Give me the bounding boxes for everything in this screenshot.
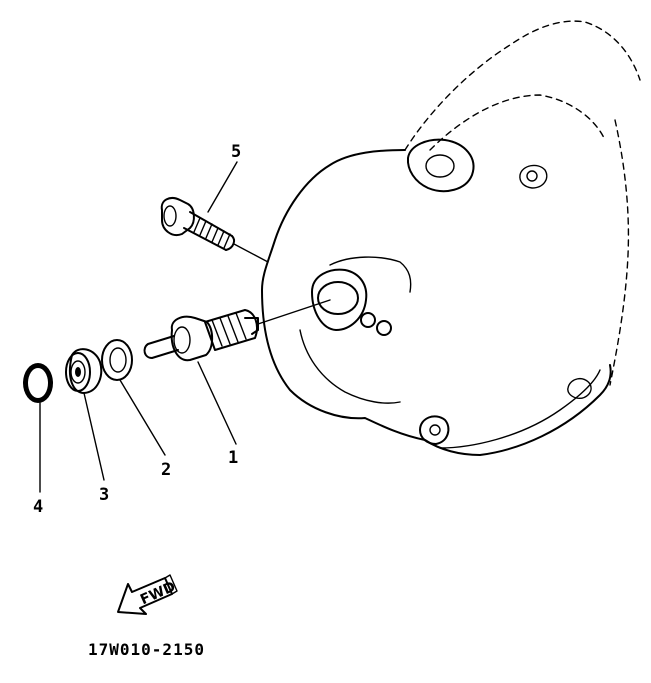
- shaft-leader: [197, 361, 237, 445]
- part-1-drive-shaft: [143, 299, 331, 445]
- part-4-circlip: [23, 363, 53, 493]
- seal-bore: [75, 367, 81, 377]
- fwd-arrow-label: FWD: [138, 579, 178, 609]
- cover-boss-shoulder: [329, 256, 412, 293]
- shaft-end: [244, 317, 259, 335]
- cover-bolt-hole-a: [360, 312, 376, 328]
- shaft-collar: [170, 315, 214, 362]
- washer-outer: [101, 339, 133, 381]
- cover-outline: [261, 149, 612, 456]
- crankcase-cover: [261, 20, 641, 456]
- seal-outer-ring: [65, 352, 91, 392]
- seal-leader: [83, 392, 105, 481]
- cover-upper-hole: [425, 154, 455, 178]
- cover-bolt-hole-b: [376, 320, 392, 336]
- shaft-spindle: [143, 335, 179, 359]
- cover-right-lug: [567, 377, 592, 399]
- cover-dashed-inner: [429, 94, 606, 151]
- drawing-code: 17W010-2150: [88, 640, 205, 659]
- cover-rear-lug-hole: [526, 170, 538, 182]
- callout-5: 5: [231, 142, 241, 162]
- shaft-centerline: [257, 299, 331, 325]
- cover-inner-contour: [299, 329, 401, 404]
- part-2-washer: [101, 339, 166, 456]
- part-3-oil-seal: [65, 348, 105, 481]
- part-5-bolt: [160, 197, 269, 263]
- cover-shaft-hole: [317, 281, 359, 315]
- bolt-tip: [225, 235, 235, 251]
- seal-lip: [70, 360, 86, 384]
- cover-dashed-rear: [609, 119, 630, 386]
- callout-2: 2: [161, 460, 171, 480]
- cover-shaft-boss: [311, 268, 368, 331]
- fwd-arrow-shape: [117, 577, 173, 615]
- cover-lower-lug-hole: [429, 424, 441, 436]
- callout-4: 4: [33, 497, 43, 517]
- bolt-head: [160, 197, 195, 236]
- cover-dashed-outline: [404, 20, 641, 151]
- bolt-centerline: [233, 243, 269, 263]
- cover-rear-lug: [519, 164, 548, 189]
- shaft-gear-teeth: [211, 312, 247, 347]
- bolt-shank: [183, 211, 233, 251]
- callout-1: 1: [228, 448, 238, 468]
- cover-lower-rim: [439, 369, 601, 449]
- washer-inner: [109, 347, 127, 373]
- seal-body: [68, 348, 103, 394]
- washer-leader: [119, 379, 166, 456]
- cover-lower-lug: [419, 415, 450, 445]
- shaft-gear: [204, 309, 258, 351]
- fwd-arrow: FWD: [117, 574, 178, 615]
- cover-upper-boss: [406, 138, 475, 193]
- circlip-inner: [28, 368, 48, 398]
- fwd-arrow-depth: [164, 574, 178, 595]
- shaft-collar-face: [173, 326, 191, 354]
- bolt-head-face: [163, 205, 177, 227]
- bolt-thread: [193, 217, 231, 249]
- callout-5-leader: [207, 161, 238, 213]
- callout-3: 3: [99, 485, 109, 505]
